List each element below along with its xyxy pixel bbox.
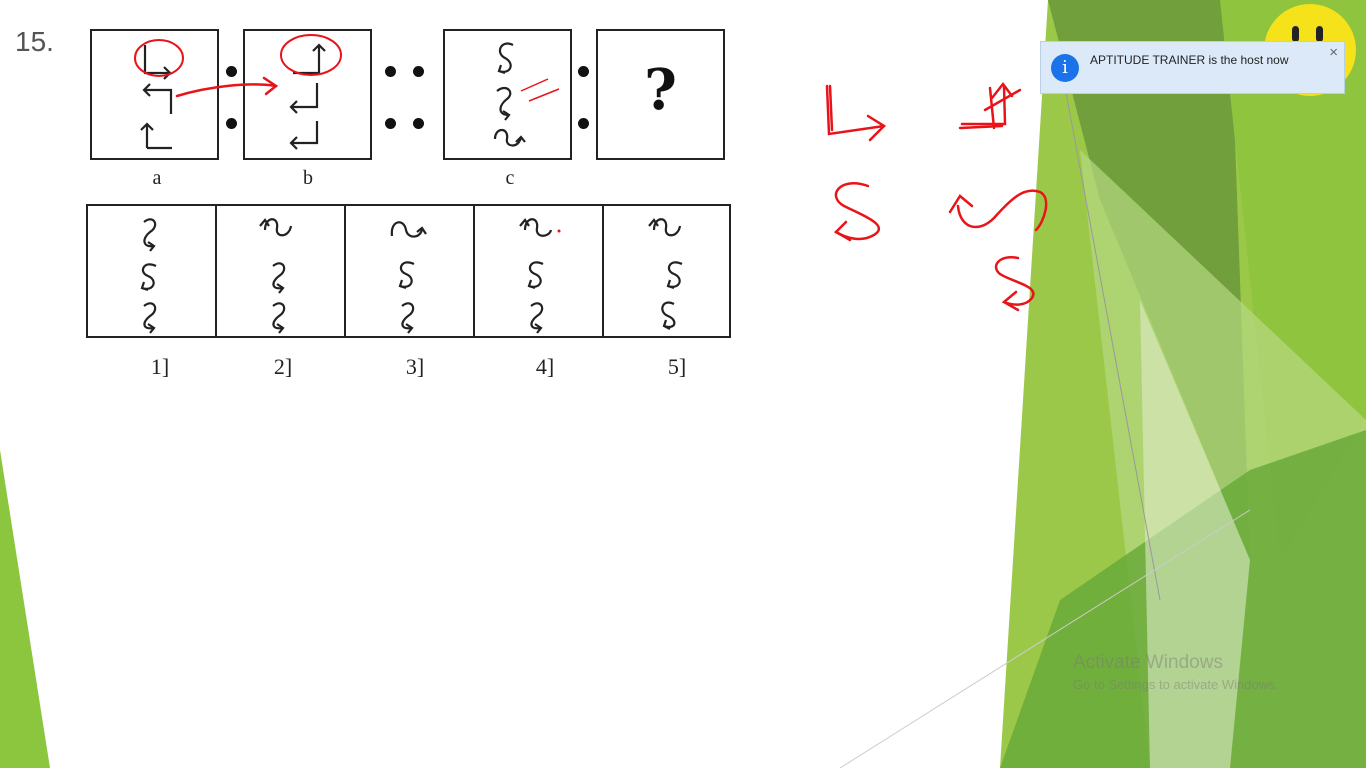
curve-option-2 [259,218,293,334]
option-figure-5[interactable] [602,204,731,338]
activate-windows-subtitle: Go to Settings to activate Windows. [1073,677,1279,692]
ratio-dot [578,66,589,77]
ratio-dot [413,118,424,129]
caption-c: c [505,167,515,189]
question-number: 15. [15,26,54,57]
curve-option-5 [648,218,683,330]
option-label-3: 3] [405,354,425,379]
ratio-dot [578,118,589,129]
ratio-dot [385,118,396,129]
notification-message: APTITUDE TRAINER is the host now [1090,53,1289,67]
curve-figures-c [493,42,560,147]
option-label-2: 2] [273,354,293,379]
curve-option-4 [519,218,561,334]
host-notification-toast: i APTITUDE TRAINER is the host now × [1040,41,1345,94]
info-icon: i [1051,54,1079,82]
problem-figure-a [90,29,219,160]
activate-windows-title: Activate Windows [1073,652,1223,673]
ratio-dot [413,66,424,77]
option-label-1: 1] [150,354,170,379]
caption-b: b [303,167,313,189]
problem-figure-c [443,29,572,160]
option-figure-2[interactable] [215,204,346,338]
curve-option-1 [140,218,157,334]
option-label-5: 5] [667,354,687,379]
option-label-4: 4] [535,354,555,379]
question-mark: ? [644,57,677,123]
ratio-dot [226,66,237,77]
problem-figure-b [243,29,372,160]
problem-figure-unknown: ? [596,29,725,160]
option-figure-3[interactable] [344,204,475,338]
option-figure-4[interactable] [473,204,604,338]
option-figure-1[interactable] [86,204,217,338]
arrow-figures-b [280,34,342,150]
curve-option-3 [390,221,427,334]
ratio-dot [385,66,396,77]
caption-a: a [152,167,162,189]
close-icon[interactable]: × [1329,44,1338,61]
arrow-figures-a [134,39,184,150]
ratio-dot [226,118,237,129]
